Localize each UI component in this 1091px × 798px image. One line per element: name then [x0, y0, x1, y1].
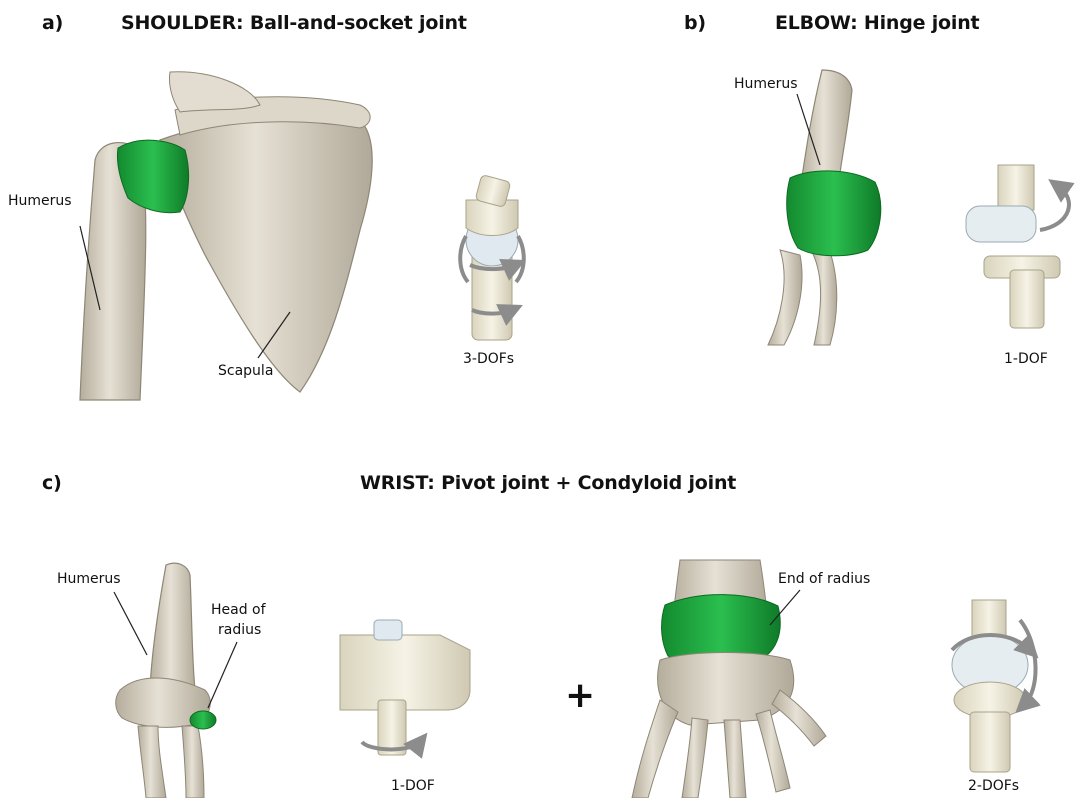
elbow-illustration — [768, 70, 881, 345]
label-head-of-radius-line2: radius — [218, 622, 261, 639]
label-humerus-a: Humerus — [8, 193, 72, 210]
label-humerus-c: Humerus — [57, 571, 121, 588]
shoulder-illustration — [80, 72, 372, 400]
caption-2-dofs: 2-DOFs — [968, 778, 1019, 794]
elbow-joint-highlight — [787, 171, 881, 256]
wrist-hand-illustration — [632, 560, 826, 798]
hinge-model — [966, 165, 1069, 328]
forearm-illustration — [114, 563, 237, 798]
head-of-radius-highlight — [190, 711, 216, 729]
label-scapula: Scapula — [218, 363, 273, 380]
caption-1-dof-pivot: 1-DOF — [391, 778, 435, 794]
caption-1-dof-hinge: 1-DOF — [1004, 351, 1048, 367]
label-head-of-radius-line1: Head of — [211, 602, 266, 619]
condyloid-model — [952, 600, 1036, 772]
plus-sign: + — [565, 675, 595, 716]
pivot-model — [340, 620, 470, 755]
caption-3-dofs: 3-DOFs — [463, 351, 514, 367]
label-humerus-b: Humerus — [734, 76, 798, 93]
ball-socket-model — [460, 175, 524, 340]
label-end-of-radius: End of radius — [778, 571, 870, 588]
scapula-bone — [160, 116, 372, 392]
